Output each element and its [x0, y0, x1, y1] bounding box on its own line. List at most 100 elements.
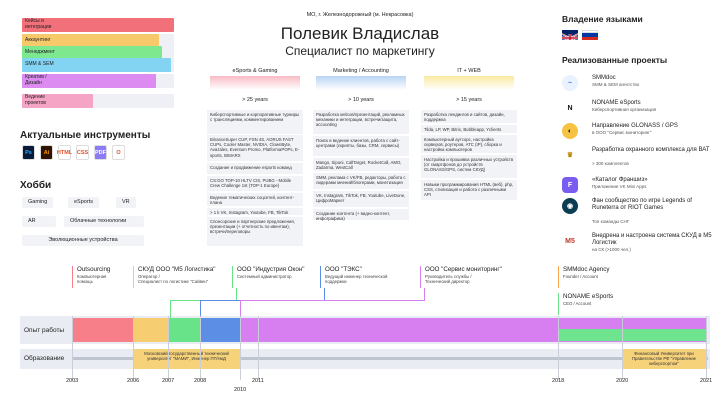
project-name: Направление GLONASS / GPS	[592, 123, 678, 129]
column-title: Marketing / Accounting	[333, 68, 389, 74]
uk-flag-icon	[562, 30, 578, 40]
person-name: Полевик Владислав	[280, 24, 440, 43]
hobbies-title: Хобби	[20, 180, 52, 191]
projects-title: Реализованные проекты	[562, 55, 668, 65]
job-subtitle: Ведущий инженер технической поддержки	[325, 274, 388, 284]
project-name: Разработка охранного комплекса для ВАТ	[592, 147, 710, 153]
job-subtitle: Founder / Account	[563, 274, 598, 279]
column-card: Tilda, LP, WP, Bitrix, Bubbleapp, Yclien…	[421, 125, 517, 133]
year-gridline	[168, 316, 169, 380]
year-label: 2020	[616, 378, 629, 384]
job-marker	[558, 293, 559, 315]
skill-row: Менеджмент	[22, 46, 174, 60]
year-gridline	[258, 316, 259, 380]
job-subtitle: CEO / Account	[563, 301, 592, 306]
year-label: 2003	[66, 378, 79, 384]
html-icon: HTML	[57, 145, 72, 160]
tools-title: Актуальные инструменты	[20, 130, 151, 141]
skill-label: Креатив / Дизайн	[25, 74, 47, 86]
connector-line	[324, 288, 325, 300]
office-icon: O	[112, 145, 125, 160]
job-marker	[558, 266, 559, 288]
skill-row: Креатив / Дизайн	[22, 74, 174, 88]
project-subtitle: Приложение VK Mini Apps	[592, 184, 647, 189]
hobby-tag: AR	[22, 216, 56, 227]
education-item: Финансовый Университет при Правительстве…	[622, 349, 706, 369]
education-item: Московский государственный технический у…	[133, 349, 240, 369]
year-label: 2021	[700, 378, 713, 384]
year-label: 2007	[162, 378, 175, 384]
languages-title: Владение языками	[562, 14, 643, 24]
column-card: Создание контента (+ видео-контент, инфо…	[313, 209, 409, 221]
ru-flag-icon	[582, 30, 598, 40]
project-item: ◉ Фан сообщество по игре Legends of Runet…	[562, 198, 712, 224]
project-item: M5 Внедрена и настроена система СКУД в М5…	[562, 233, 712, 259]
job-subtitle: Руководитель службы / Технический директ…	[425, 274, 472, 284]
project-subtitle: на СК (>1000 чел.)	[592, 247, 631, 252]
year-label: 2008	[194, 378, 207, 384]
photoshop-icon: Ps	[22, 145, 35, 160]
project-name: Внедрена и настроена система СКУД в М5 Л…	[592, 233, 712, 246]
person-role: Специалист по маркетингу	[285, 44, 435, 58]
job-title: ООО "Сервис мониторинг"	[425, 266, 502, 273]
skill-bar	[22, 18, 174, 32]
project-subtitle: > 300 комплектов	[592, 161, 629, 166]
project-subtitle: Топ команды СНГ	[592, 219, 630, 224]
skill-bar	[22, 94, 94, 108]
year-label: 2011	[252, 378, 264, 384]
skill-bar	[22, 34, 159, 48]
job-title: ООО "ТЭКС"	[325, 266, 362, 273]
smmdoc-logo-icon: ~	[562, 75, 578, 91]
project-item: F«Каталог Франшиз»Приложение VK Mini App…	[562, 177, 712, 203]
column-card: Создание и продвижение esports команд	[207, 163, 303, 174]
skill-bar	[22, 46, 162, 60]
year-gridline	[72, 316, 73, 380]
year-gridline	[240, 316, 241, 380]
year-gridline	[200, 316, 201, 380]
skill-bar	[22, 58, 171, 72]
css-icon: CSS	[76, 145, 89, 160]
job-marker	[320, 266, 321, 288]
job-title: СКУД ООО "М5 Логистика"	[138, 266, 216, 273]
job-title: SMMdoc Agency	[563, 266, 610, 273]
connector-line	[240, 300, 425, 301]
runeterra-logo-icon: ◉	[562, 198, 578, 214]
column-card: BinanceSuper CUP, FSN 4S, AORUS FAST CUP…	[207, 135, 303, 161]
education-label: Образование	[24, 355, 65, 362]
column-bar	[210, 76, 300, 90]
column-card: > 1 k VK, Instagram, Youtube, FB, TikTok	[207, 208, 303, 215]
column-card: SMM, реклама с VK/FB, редакторы, работа …	[313, 173, 409, 189]
skill-row: Кейсы и интеграции	[22, 18, 174, 32]
project-item: ♛ Разработка охранного комплекса для ВАТ >…	[562, 147, 712, 173]
column-card: Спонсорские и партнерские предложения, п…	[207, 217, 303, 246]
hobby-tag: Облачные технологии	[64, 216, 144, 227]
project-subtitle: в ООО "Сервис мониторинг"	[592, 130, 652, 135]
column-title: IT + WEB	[457, 68, 481, 74]
skill-label: SMM & SEM	[25, 61, 54, 67]
experience-segment	[558, 329, 706, 341]
year-gridline	[706, 316, 707, 380]
hobby-tag: eSports	[68, 197, 99, 208]
security-logo-icon: ♛	[562, 147, 578, 163]
column-years: > 15 years	[456, 97, 482, 103]
job-marker	[232, 266, 233, 288]
experience-label: Опыт работы	[24, 327, 65, 334]
skill-row: SMM & SEM	[22, 58, 174, 72]
education-line	[72, 357, 708, 360]
year-label: 2010	[234, 387, 247, 393]
skill-row: Ведение проектов	[22, 94, 174, 108]
project-name: Фан сообщество по игре Legends of Runete…	[592, 198, 692, 211]
m5-logo-icon: M5	[562, 233, 578, 249]
project-subtitle: Киберспортивная организация	[592, 107, 657, 112]
connector-line	[240, 300, 241, 318]
column-card: Навыки программирования HTML (веб), php,…	[421, 180, 517, 200]
connector-line	[170, 300, 171, 318]
column-card: Настройка и прошивка различных устройств…	[421, 155, 517, 178]
skill-row: Аккаунтинг	[22, 34, 174, 48]
column-title: eSports & Gaming	[232, 68, 278, 74]
job-title: NONAME eSports	[563, 293, 614, 300]
column-card: Разработка кейсов/презентаций, рекламных…	[313, 110, 409, 134]
